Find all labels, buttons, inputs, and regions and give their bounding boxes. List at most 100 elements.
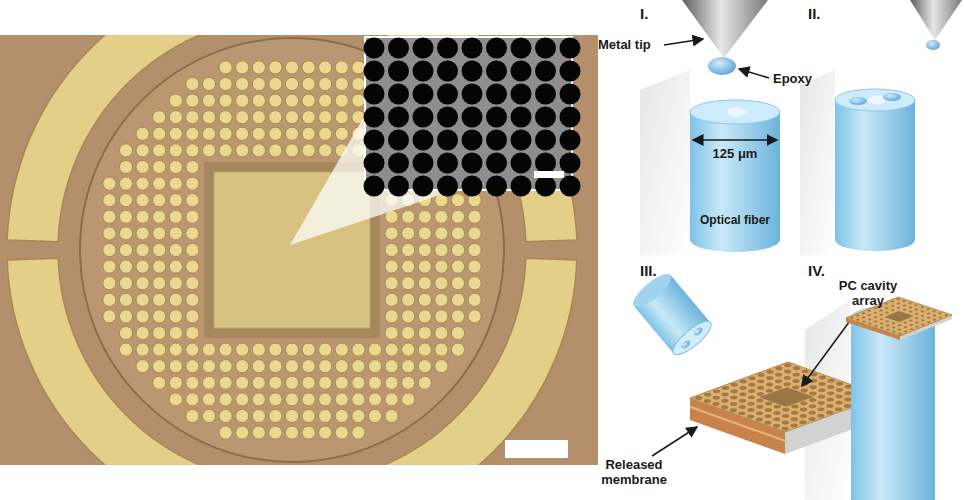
hole [402, 376, 415, 389]
hole [136, 210, 149, 223]
hole [219, 127, 232, 140]
hole [790, 424, 797, 428]
sem-hole [413, 153, 434, 174]
hole [219, 376, 232, 389]
hole [169, 210, 182, 223]
hole [136, 177, 149, 190]
hole [730, 396, 737, 400]
hole [186, 343, 199, 356]
sem-hole [560, 153, 581, 174]
sem-hole [364, 153, 385, 174]
hole [856, 315, 860, 317]
hole [385, 360, 398, 373]
hole [731, 383, 738, 387]
hole [818, 388, 825, 392]
hole [285, 426, 298, 439]
hole [774, 405, 781, 409]
hole [153, 260, 166, 273]
hole [302, 144, 315, 157]
hole [827, 379, 834, 383]
hole [836, 394, 843, 398]
hole [202, 94, 215, 107]
hole [136, 227, 149, 240]
hole [252, 343, 265, 356]
part-label: Metal tip [598, 37, 651, 52]
scale-bar [505, 440, 568, 458]
hole [782, 408, 789, 412]
epoxy-drop [849, 97, 867, 105]
hole [402, 243, 415, 256]
hole [722, 392, 729, 396]
hole [775, 373, 782, 377]
hole [302, 127, 315, 140]
sem-hole [486, 61, 507, 82]
hole [385, 293, 398, 306]
hole [810, 379, 817, 383]
hole [202, 343, 215, 356]
sem-hole [364, 61, 385, 82]
hole [817, 414, 824, 418]
hole [418, 293, 431, 306]
hole [186, 360, 199, 373]
hole [782, 427, 789, 431]
optical-fiber [629, 269, 716, 360]
fiber-body [835, 100, 915, 251]
hole [880, 318, 884, 320]
hole [368, 409, 381, 422]
hole [169, 376, 182, 389]
hole [385, 243, 398, 256]
hole [451, 277, 464, 290]
sem-hole [364, 84, 385, 105]
sem-hole [388, 153, 409, 174]
hole [721, 405, 728, 409]
hole [765, 414, 772, 418]
hole [103, 260, 116, 273]
hole [891, 301, 895, 303]
hole [136, 310, 149, 323]
leader-line [802, 314, 855, 386]
hole [302, 360, 315, 373]
sem-hole [388, 38, 409, 59]
hole [435, 277, 448, 290]
hole [269, 343, 282, 356]
hole [451, 343, 464, 356]
hole [451, 227, 464, 240]
micrograph [0, 35, 598, 465]
process-steps [629, 0, 962, 500]
hole [809, 398, 816, 402]
hole [269, 393, 282, 406]
hole [775, 366, 782, 370]
epoxy-drop [708, 57, 736, 75]
hole [868, 323, 872, 325]
hole [402, 343, 415, 356]
hole [418, 243, 431, 256]
hole [402, 210, 415, 223]
hole [319, 144, 332, 157]
hole [784, 363, 791, 367]
hole [136, 293, 149, 306]
sem-hole [388, 84, 409, 105]
hole [136, 260, 149, 273]
hole [202, 393, 215, 406]
hole [766, 376, 773, 380]
hole [782, 420, 789, 424]
sem-hole [511, 176, 532, 197]
hole [236, 343, 249, 356]
hole [731, 389, 738, 393]
hole [793, 366, 800, 370]
hole [352, 376, 365, 389]
hole [885, 312, 889, 314]
hole [186, 94, 199, 107]
part-label: PC cavity array [830, 278, 906, 308]
hole [402, 277, 415, 290]
sem-hole [535, 176, 556, 197]
hole [302, 376, 315, 389]
hole [202, 360, 215, 373]
hole [835, 401, 842, 405]
hole [818, 401, 825, 405]
hole [402, 393, 415, 406]
sem-hole [535, 84, 556, 105]
hole [169, 360, 182, 373]
hole [202, 409, 215, 422]
sem-hole [535, 38, 556, 59]
